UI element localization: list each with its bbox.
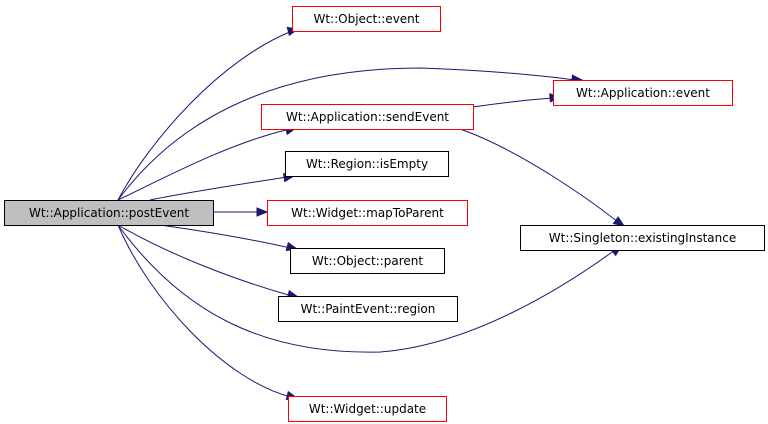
edge-line bbox=[117, 67, 576, 201]
node-label: Wt::Widget::mapToParent bbox=[291, 206, 444, 220]
node-box[interactable] bbox=[553, 80, 733, 106]
node-label: Wt::PaintEvent::region bbox=[301, 302, 436, 316]
node-isEmpty[interactable]: Wt::Region::isEmpty bbox=[285, 151, 449, 177]
node-label: Wt::Region::isEmpty bbox=[306, 157, 428, 171]
arrowhead-icon bbox=[612, 216, 626, 227]
edge-line bbox=[117, 224, 292, 398]
edge-postEvent-to-update bbox=[117, 224, 299, 401]
node-mapToParent[interactable]: Wt::Widget::mapToParent bbox=[267, 200, 468, 226]
node-label: Wt::Widget::update bbox=[309, 402, 426, 416]
edge-postEvent-to-region bbox=[117, 224, 300, 300]
edge-line bbox=[117, 30, 293, 201]
node-box[interactable] bbox=[292, 6, 441, 32]
node-parent[interactable]: Wt::Object::parent bbox=[290, 248, 445, 274]
node-box[interactable] bbox=[520, 225, 765, 251]
node-label: Wt::Object::event bbox=[313, 12, 419, 26]
node-label: Wt::Application::sendEvent bbox=[286, 110, 449, 124]
edge-line bbox=[149, 176, 288, 201]
node-label: Wt::Application::event bbox=[576, 86, 710, 100]
edge-line bbox=[472, 97, 554, 108]
node-postEvent[interactable]: Wt::Application::postEvent bbox=[4, 200, 214, 226]
node-box[interactable] bbox=[278, 296, 458, 322]
edge-postEvent-to-mapToParent bbox=[213, 207, 269, 217]
edge-line bbox=[159, 224, 291, 249]
edge-line bbox=[117, 224, 293, 297]
node-label: Wt::Application::postEvent bbox=[29, 206, 189, 220]
arrowhead-icon bbox=[256, 207, 269, 217]
node-box[interactable] bbox=[4, 200, 214, 226]
node-box[interactable] bbox=[285, 151, 449, 177]
node-box[interactable] bbox=[288, 396, 447, 422]
node-label: Wt::Object::parent bbox=[312, 254, 423, 268]
edge-postEvent-to-isEmpty bbox=[149, 173, 296, 201]
nodes-layer: Wt::Application::postEvent Wt::Object::ev… bbox=[4, 6, 765, 422]
edge-line bbox=[117, 224, 616, 353]
node-label: Wt::Singleton::existingInstance bbox=[549, 231, 736, 245]
node-appEvent[interactable]: Wt::Application::event bbox=[553, 80, 733, 106]
node-box[interactable] bbox=[261, 104, 474, 130]
node-region[interactable]: Wt::PaintEvent::region bbox=[278, 296, 458, 322]
node-existingInstance[interactable]: Wt::Singleton::existingInstance bbox=[520, 225, 765, 251]
edge-sendEvent-to-appEvent bbox=[472, 93, 562, 108]
edge-postEvent-to-appEvent bbox=[117, 67, 584, 201]
edge-sendEvent-to-existingInstance bbox=[459, 128, 626, 227]
edge-postEvent-to-parent bbox=[159, 224, 299, 252]
node-box[interactable] bbox=[290, 248, 445, 274]
edge-line bbox=[117, 128, 291, 201]
node-objectEvent[interactable]: Wt::Object::event bbox=[292, 6, 441, 32]
edge-line bbox=[459, 128, 619, 223]
node-sendEvent[interactable]: Wt::Application::sendEvent bbox=[261, 104, 474, 130]
node-box[interactable] bbox=[267, 200, 468, 226]
edge-postEvent-to-sendEvent bbox=[117, 125, 298, 201]
node-update[interactable]: Wt::Widget::update bbox=[288, 396, 447, 422]
